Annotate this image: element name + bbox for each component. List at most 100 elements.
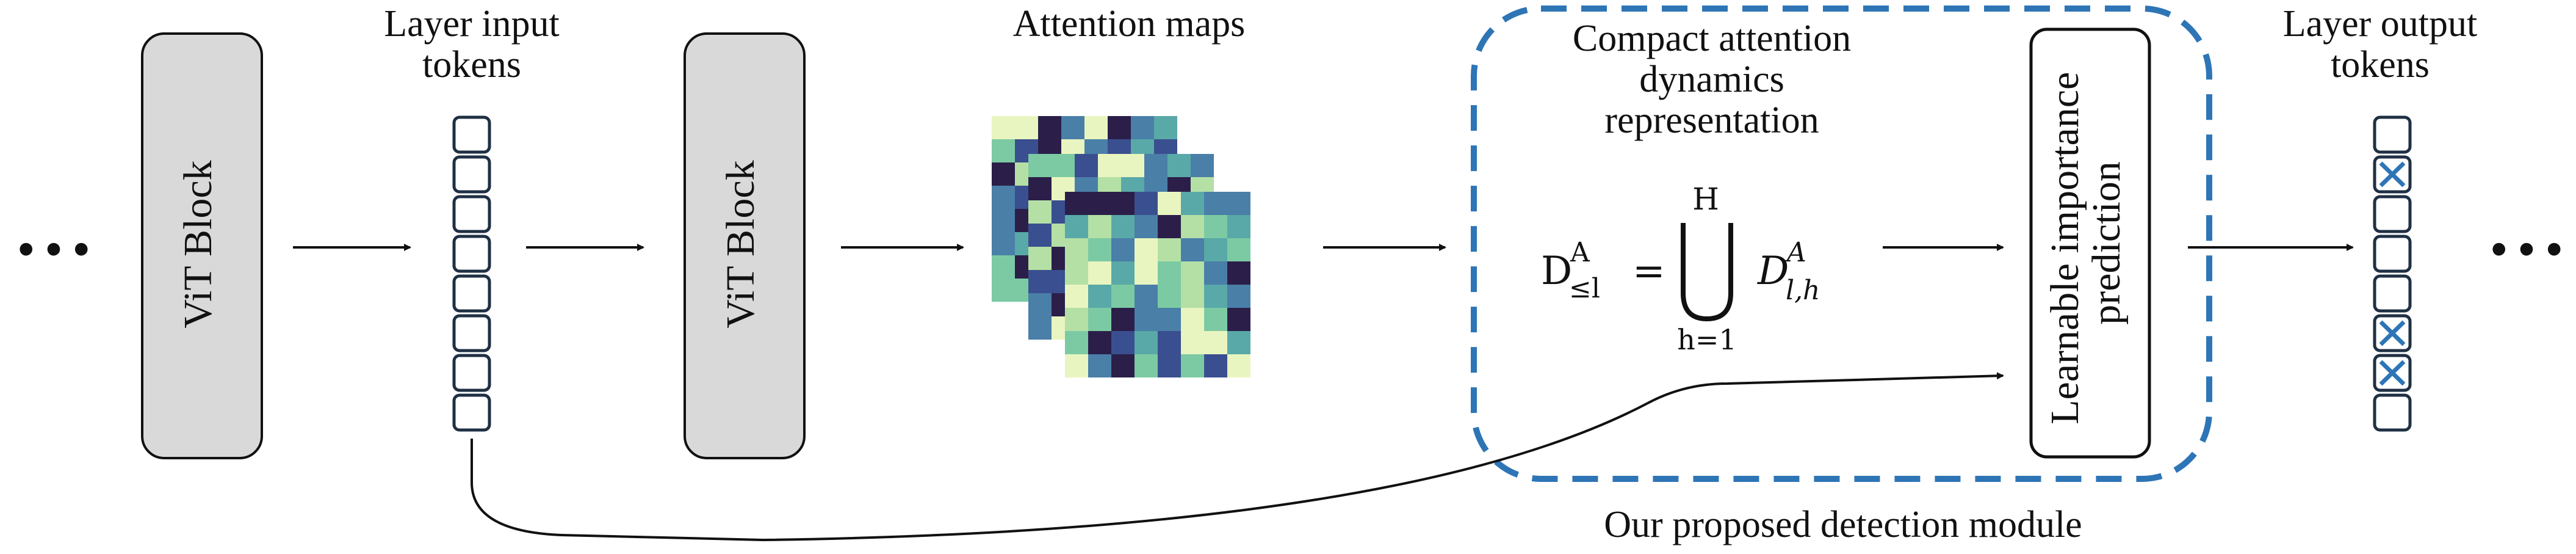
formula-union-bottom: h=1 bbox=[1677, 323, 1736, 356]
attention-cell bbox=[992, 162, 1015, 186]
attention-cell bbox=[1121, 154, 1144, 177]
attention-cell bbox=[1088, 192, 1111, 215]
compact-attention-label: Compact attention dynamics representatio… bbox=[1572, 18, 1852, 141]
attention-cell bbox=[1158, 308, 1181, 331]
attention-cell bbox=[1135, 285, 1158, 308]
importance-label-line2: prediction bbox=[2084, 161, 2129, 325]
attention-cell bbox=[1065, 192, 1088, 215]
attention-cell bbox=[1111, 238, 1135, 261]
attention-cell bbox=[1158, 192, 1181, 215]
input-token-5 bbox=[452, 274, 491, 313]
output-token-8 bbox=[2373, 393, 2412, 432]
attention-cell bbox=[1028, 154, 1052, 177]
attention-cell bbox=[1111, 261, 1135, 285]
attention-cell bbox=[1181, 285, 1204, 308]
input-token-7 bbox=[452, 354, 491, 392]
attention-cell bbox=[1088, 331, 1111, 354]
attention-cell bbox=[992, 186, 1015, 209]
attention-cell bbox=[1204, 308, 1227, 331]
attention-cell bbox=[1065, 308, 1088, 331]
attention-cell bbox=[1111, 331, 1135, 354]
union-symbol bbox=[1681, 223, 1733, 322]
importance-prediction-label: Learnable importance prediction bbox=[2043, 62, 2129, 425]
output-token-4 bbox=[2373, 235, 2412, 273]
attention-cell bbox=[1061, 116, 1084, 139]
attention-cell bbox=[1167, 154, 1191, 177]
attention-cell bbox=[1111, 215, 1135, 238]
attention-cell bbox=[1028, 316, 1052, 340]
attention-cell bbox=[1227, 331, 1250, 354]
formula-lhs: D bbox=[1541, 249, 1572, 294]
pruned-token-mark bbox=[2379, 360, 2406, 386]
attention-cell bbox=[1065, 285, 1088, 308]
input-token-8 bbox=[452, 393, 491, 432]
formula-rhs: D bbox=[1757, 249, 1789, 294]
attention-cell bbox=[1204, 238, 1227, 261]
layer-output-tokens-label: Layer output tokens bbox=[2282, 3, 2478, 86]
attention-cell bbox=[1111, 354, 1135, 377]
attention-cell bbox=[1144, 154, 1167, 177]
formula-lhs-sup: A bbox=[1570, 237, 1590, 268]
attention-cell bbox=[1052, 154, 1075, 177]
attention-cell bbox=[1227, 308, 1250, 331]
importance-label-line1: Learnable importance bbox=[2043, 72, 2087, 425]
attention-cell bbox=[1135, 308, 1158, 331]
attention-cell bbox=[1227, 192, 1250, 215]
attention-cell bbox=[1088, 238, 1111, 261]
attention-cell bbox=[1088, 261, 1111, 285]
attention-cell bbox=[1181, 354, 1204, 377]
attention-cell bbox=[1158, 215, 1181, 238]
attention-cell bbox=[1181, 215, 1204, 238]
attention-cell bbox=[1204, 215, 1227, 238]
attention-cell bbox=[1088, 354, 1111, 377]
formula-rhs-sup: A bbox=[1784, 237, 1806, 268]
attention-cell bbox=[992, 209, 1015, 232]
attention-cell bbox=[1015, 116, 1038, 139]
ellipsis-left: • • • bbox=[18, 225, 89, 274]
attention-cell bbox=[1065, 215, 1088, 238]
output-token-1 bbox=[2373, 115, 2412, 154]
pruned-token-mark bbox=[2379, 161, 2406, 188]
attention-cell bbox=[1084, 116, 1108, 139]
attention-cell bbox=[1227, 354, 1250, 377]
attention-cell bbox=[1181, 238, 1204, 261]
attention-cell bbox=[1227, 215, 1250, 238]
vit-block-2: ViT Block bbox=[684, 32, 806, 459]
attention-cell bbox=[1028, 270, 1052, 293]
attention-cell bbox=[1181, 261, 1204, 285]
attention-cell bbox=[1227, 261, 1250, 285]
input-token-2 bbox=[452, 155, 491, 194]
attention-cell bbox=[1028, 177, 1052, 200]
detection-module-outline bbox=[1471, 5, 2212, 482]
attention-cell bbox=[1038, 116, 1061, 139]
output-token-stack bbox=[2373, 115, 2412, 432]
formula-lhs-sub: ≤l bbox=[1569, 273, 1600, 304]
attention-cell bbox=[1135, 238, 1158, 261]
attention-cell bbox=[1181, 308, 1204, 331]
attention-cell bbox=[1065, 261, 1088, 285]
input-token-6 bbox=[452, 314, 491, 352]
attention-cell bbox=[1204, 285, 1227, 308]
attention-cell bbox=[1131, 116, 1154, 139]
attention-cell bbox=[1181, 331, 1204, 354]
attention-cell bbox=[1065, 331, 1088, 354]
attention-cell bbox=[992, 116, 1015, 139]
vit-block-1-label: ViT Block bbox=[176, 160, 220, 328]
layer-input-tokens-label: Layer input tokens bbox=[384, 3, 560, 86]
attention-cell bbox=[1111, 285, 1135, 308]
output-token-3 bbox=[2373, 195, 2412, 233]
formula-rhs-sub: l,h bbox=[1786, 275, 1820, 306]
attention-cell bbox=[1158, 285, 1181, 308]
attention-cell bbox=[1227, 238, 1250, 261]
attention-cell bbox=[992, 279, 1015, 302]
attention-cell bbox=[992, 255, 1015, 279]
attention-cell bbox=[1204, 192, 1227, 215]
attention-cell bbox=[1135, 192, 1158, 215]
input-token-1 bbox=[452, 115, 491, 154]
attention-cell bbox=[1154, 116, 1177, 139]
output-token-5 bbox=[2373, 274, 2412, 313]
formula-union-top: H bbox=[1692, 181, 1719, 217]
vit-block-1: ViT Block bbox=[141, 32, 263, 459]
attention-cell bbox=[992, 139, 1015, 162]
